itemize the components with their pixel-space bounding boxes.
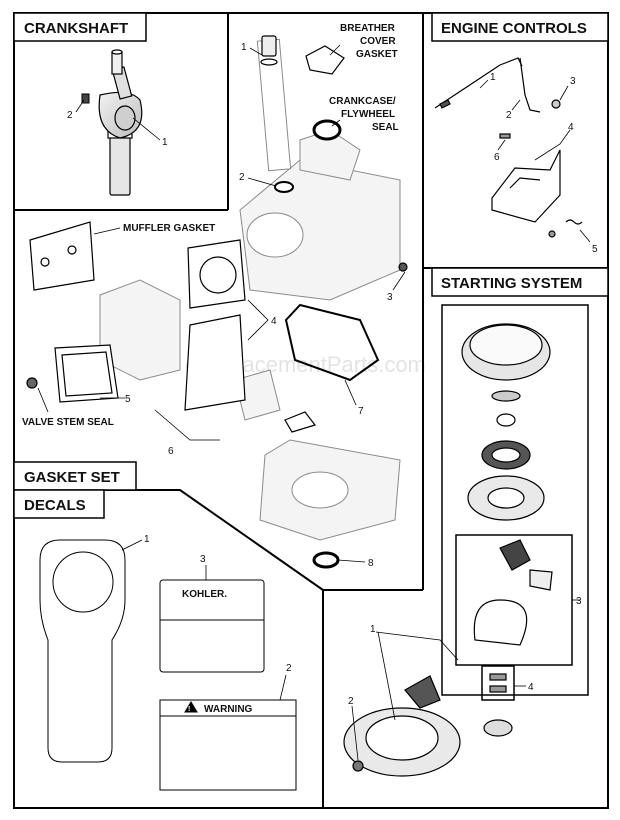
- crankshaft-tab: [13, 12, 147, 42]
- dipstick-oring: [260, 58, 278, 66]
- crankcase-flywheel-seal: [312, 119, 342, 141]
- starter-rope: [473, 599, 528, 646]
- crankshaft-part: [98, 49, 143, 196]
- crankshaft-callout-2: 2: [67, 110, 73, 121]
- breather-label-line3: GASKET: [356, 49, 398, 60]
- engine-controls-callout-3: 3: [570, 76, 576, 87]
- muffler-gasket-label: MUFFLER GASKET: [123, 223, 215, 234]
- intake-gasket-group: [184, 314, 246, 411]
- decal-3-kohler: [159, 579, 265, 673]
- breather-label-line1: BREATHER: [340, 23, 396, 34]
- crankcase-label-line1: CRANKCASE/: [329, 96, 396, 107]
- engine-controls-callout-5: 5: [592, 244, 598, 255]
- governor-spring: [565, 219, 583, 225]
- gasket-set-parts: [26, 35, 408, 569]
- control-screw: [499, 133, 511, 139]
- gasket-callout-5: 5: [125, 394, 131, 405]
- starting-system-parts: [343, 323, 553, 777]
- gasket-callout-2: 2: [239, 172, 245, 183]
- crankcase-label-line2: FLYWHEEL: [341, 109, 395, 120]
- kohler-text: KOHLER.: [182, 589, 227, 600]
- engine-controls-parts: [434, 57, 583, 238]
- starting-system-leaders: [351, 599, 580, 761]
- crankshaft-leaders: [75, 99, 161, 141]
- breather-cover-gasket: [305, 45, 345, 75]
- starting-callout-1: 1: [370, 624, 376, 635]
- crankshaft-key: [81, 93, 90, 104]
- tube-oring: [274, 181, 294, 193]
- decal-2-warning: [159, 699, 297, 791]
- crankcase-gasket: [284, 303, 380, 382]
- starting-callout-3: 3: [576, 596, 582, 607]
- gasket-callout-6: 6: [168, 446, 174, 457]
- pawl-plate: [483, 719, 513, 737]
- engine-controls-leaders: [479, 79, 591, 243]
- crankshaft-callout-1: 1: [162, 137, 168, 148]
- muffler-gasket: [29, 221, 95, 291]
- engine-controls-callout-1: 1: [490, 72, 496, 83]
- decals-title: DECALS: [24, 497, 86, 514]
- drain-plug: [398, 262, 408, 272]
- decals-parts: [39, 539, 297, 791]
- starter-nut: [352, 760, 364, 772]
- starting-callout-2: 2: [348, 696, 354, 707]
- gasket-callout-7: 7: [358, 406, 364, 417]
- engine-controls-title: ENGINE CONTROLS: [441, 20, 587, 37]
- gasket-callout-3: 3: [387, 292, 393, 303]
- control-lever: [519, 57, 541, 113]
- gasket-set-leaders: [37, 44, 406, 563]
- engine-controls-callout-2: 2: [506, 110, 512, 121]
- pto-seal: [312, 551, 340, 569]
- valve-stem-seal-label: VALVE STEM SEAL: [22, 417, 114, 428]
- pawl-box: [481, 665, 515, 701]
- starting-system-frames: [441, 304, 589, 701]
- decal-callout-2: 2: [286, 663, 292, 674]
- decal-callout-3: 3: [200, 554, 206, 565]
- decals-leaders: [121, 539, 287, 701]
- decal-callout-1: 1: [144, 534, 150, 545]
- engine-block-ghost: [99, 38, 401, 541]
- retainer: [491, 390, 521, 402]
- engine-controls-callout-4: 4: [568, 122, 574, 133]
- handle-insert: [529, 569, 553, 591]
- gasket-set-tab: [13, 461, 137, 491]
- washer: [496, 413, 516, 427]
- crankcase-label-line3: SEAL: [372, 122, 399, 133]
- decal-1-hole: [52, 551, 114, 613]
- starting-system-title: STARTING SYSTEM: [441, 275, 582, 292]
- recoil-assembly-box: [441, 304, 589, 696]
- warning-triangle-icon: [184, 701, 198, 713]
- breather-label-line2: COVER: [360, 36, 396, 47]
- gasket-callout-4: 4: [271, 316, 277, 327]
- engine-controls-tab: [431, 12, 609, 42]
- crankshaft-title: CRANKSHAFT: [24, 20, 128, 37]
- engine-controls-callout-6: 6: [494, 152, 500, 163]
- carb-gasket: [284, 411, 317, 433]
- decals-tab: [13, 489, 105, 519]
- section-frames: [13, 12, 609, 809]
- assembly-handle: [404, 675, 441, 709]
- starter-handle: [499, 539, 531, 571]
- gasket-callout-1: 1: [241, 42, 247, 53]
- starting-callout-4: 4: [528, 682, 534, 693]
- outer-border: [13, 12, 609, 809]
- valve-stem-seal: [26, 377, 38, 389]
- title-tabs: [13, 12, 609, 519]
- gasket-set-title: GASKET SET: [24, 469, 120, 486]
- gasket-callout-8: 8: [368, 558, 374, 569]
- lever-nut: [551, 99, 561, 109]
- warning-text: WARNING: [204, 704, 253, 715]
- control-bracket: [491, 149, 561, 223]
- warning-exclamation: !: [188, 706, 190, 713]
- starting-system-tab: [431, 267, 609, 297]
